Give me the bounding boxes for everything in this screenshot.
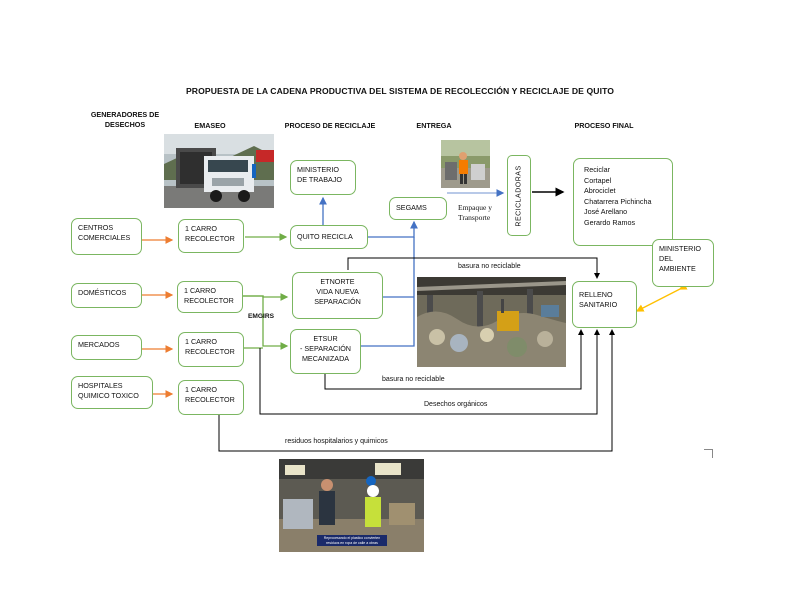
line-etsur-blue bbox=[361, 237, 415, 347]
recicladoras-label: RECICLADORAS bbox=[515, 164, 523, 227]
emgirs-label: EMGIRS bbox=[248, 313, 275, 320]
corner-mark bbox=[704, 449, 713, 458]
etnorte-box: ETNORTE VIDA NUEVA SEPARACIÓN bbox=[292, 272, 383, 319]
collector-hospitales: 1 CARRO RECOLECTOR bbox=[178, 380, 244, 415]
generator-centros-comerciales: CENTROS COMERCIALES bbox=[71, 218, 142, 255]
line-basura-bottom bbox=[324, 329, 584, 390]
arrow-ambiente-relleno bbox=[635, 282, 688, 312]
collector-mercados: 1 CARRO RECOLECTOR bbox=[178, 332, 244, 367]
header-proceso-final: PROCESO FINAL bbox=[574, 121, 634, 130]
recicladoras-box: RECICLADORAS bbox=[507, 155, 531, 236]
collector-centros: 1 CARRO RECOLECTOR bbox=[178, 219, 244, 253]
diagram-title: PROPUESTA DE LA CADENA PRODUCTIVA DEL SI… bbox=[185, 86, 615, 96]
collector-domesticos: 1 CARRO RECOLECTOR bbox=[177, 281, 243, 313]
header-proceso-reciclaje: PROCESO DE RECICLAJE bbox=[284, 121, 376, 130]
recycling-worker-photo bbox=[441, 140, 490, 188]
sorting-plant-photo bbox=[417, 277, 566, 367]
header-generadores: GENERADORES DE DESECHOS bbox=[90, 110, 160, 129]
line-organicos bbox=[259, 329, 600, 415]
photo-caption: Reprocesando el plastico convierten resi… bbox=[317, 535, 387, 546]
label-basura-no-reciclable-top: basura no reciclable bbox=[458, 263, 521, 270]
header-emaseo: EMASEO bbox=[194, 121, 226, 130]
generator-mercados: MERCADOS bbox=[71, 335, 142, 360]
garbage-truck-photo bbox=[164, 134, 274, 208]
relleno-sanitario-box: RELLENO SANITARIO bbox=[572, 281, 637, 328]
line-basura-top bbox=[347, 257, 600, 279]
ministerio-ambiente-box: MINISTERIO DEL AMBIENTE bbox=[652, 239, 714, 287]
hospital-waste-workers-photo: Reprocesando el plastico convierten resi… bbox=[279, 459, 424, 552]
generator-domesticos: DOMÉSTICOS bbox=[71, 283, 142, 308]
ministerio-de-trabajo-box: MINISTERIO DE TRABAJO bbox=[290, 160, 356, 195]
generator-hospitales: HOSPITALES QUIMICO TOXICO bbox=[71, 376, 153, 409]
segams-box: SEGAMS bbox=[389, 197, 447, 220]
recyclers-list-box: Reciclar Cortapel Abrociclet Chatarrera … bbox=[573, 158, 673, 246]
etsur-box: ETSUR - SEPARACIÓN MECANIZADA bbox=[290, 329, 361, 374]
header-entrega: ENTREGA bbox=[416, 121, 452, 130]
label-desechos-organicos: Desechos orgánicos bbox=[424, 401, 488, 408]
line-hospitalarios bbox=[218, 329, 615, 452]
empaque-transporte-label: Empaque y Transporte bbox=[458, 203, 492, 222]
label-residuos-hospitalarios: residuos hospitalarios y quimicos bbox=[285, 438, 388, 445]
arrow-emgirs-etsur bbox=[243, 295, 289, 350]
quito-recicla-box: QUITO RECICLA bbox=[290, 225, 368, 249]
arrow-quito-recicla-segams bbox=[368, 220, 418, 238]
label-basura-no-reciclable-bottom: basura no reciclable bbox=[382, 376, 445, 383]
